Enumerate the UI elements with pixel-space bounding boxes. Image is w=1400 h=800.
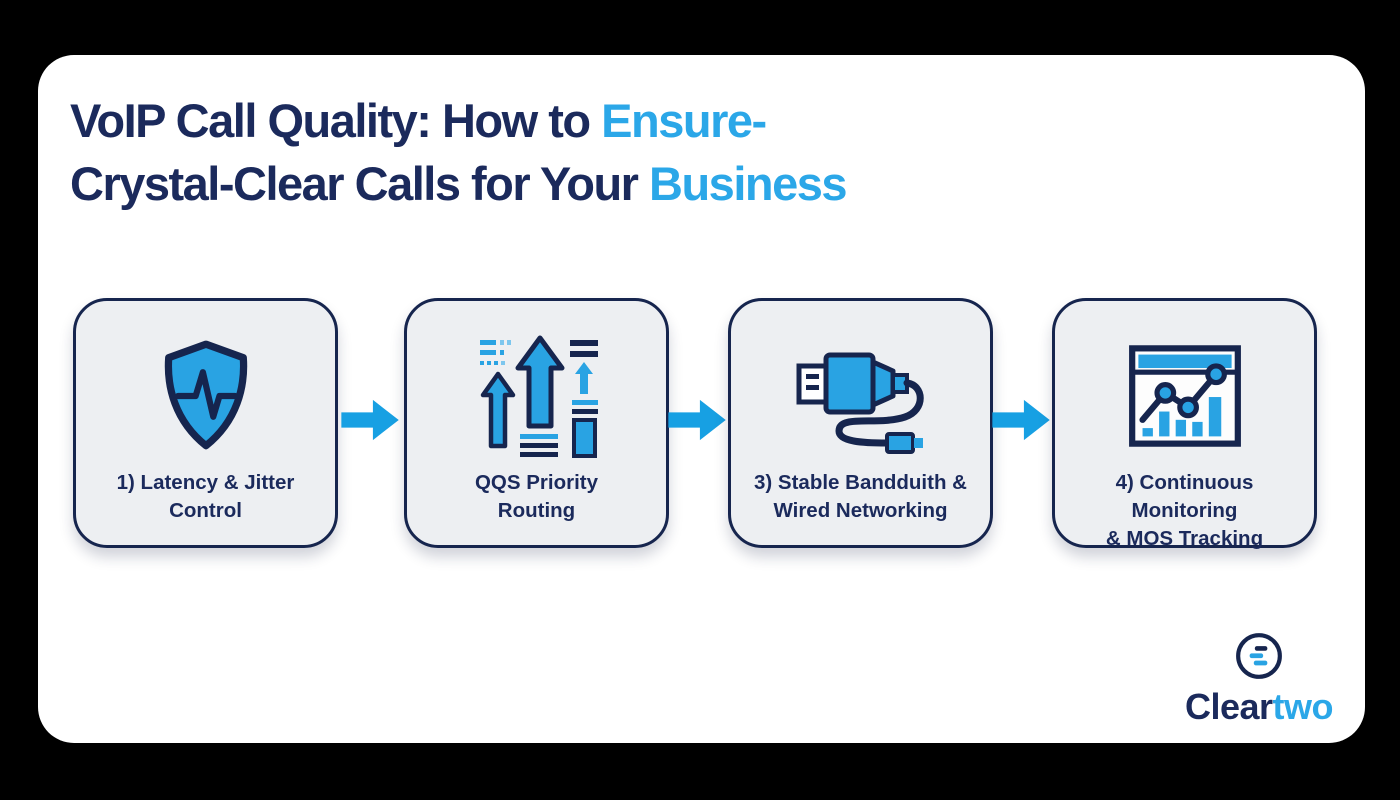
title-line-1: VoIP Call Quality: How to Ensure- xyxy=(70,94,767,147)
title-line-2: Crystal-Clear Calls for Your Business xyxy=(70,157,848,210)
flow-arrow-icon xyxy=(992,399,1050,441)
slide-card: VoIP Call Quality: How to Ensure- Crysta… xyxy=(38,55,1365,743)
title-accent-ensure: Ensure- xyxy=(601,94,767,147)
page-title: VoIP Call Quality: How to Ensure- Crysta… xyxy=(70,89,1170,215)
shield-pulse-icon xyxy=(76,331,335,461)
step-card-bandwidth-networking: 3) Stable Bandduith & Wired Networking xyxy=(728,298,993,548)
step-card-latency-jitter: 1) Latency & Jitter Control xyxy=(73,298,338,548)
cleartwo-logo: Cleartwo xyxy=(1134,631,1384,729)
step-label: 3) Stable Bandduith & Wired Networking xyxy=(754,471,967,522)
step-label: QQS Priority Routing xyxy=(474,471,599,522)
flow-arrow-icon xyxy=(341,399,399,441)
flow-arrow-icon xyxy=(668,399,726,441)
priority-arrows-icon xyxy=(407,331,666,461)
monitoring-chart-icon xyxy=(1055,331,1314,461)
step-label: 4) Continuous Monitoring & MOS Tracking xyxy=(1105,471,1264,550)
cleartwo-logo-icon xyxy=(1236,633,1282,679)
step-card-monitoring-mos: 4) Continuous Monitoring & MOS Tracking xyxy=(1052,298,1317,550)
logo-wordmark: Cleartwo xyxy=(1184,686,1334,727)
step-label: 1) Latency & Jitter Control xyxy=(116,471,295,522)
title-accent-business: Business xyxy=(649,157,847,210)
step-card-qos-routing: QQS Priority Routing xyxy=(404,298,669,548)
cable-plug-icon xyxy=(731,331,990,461)
